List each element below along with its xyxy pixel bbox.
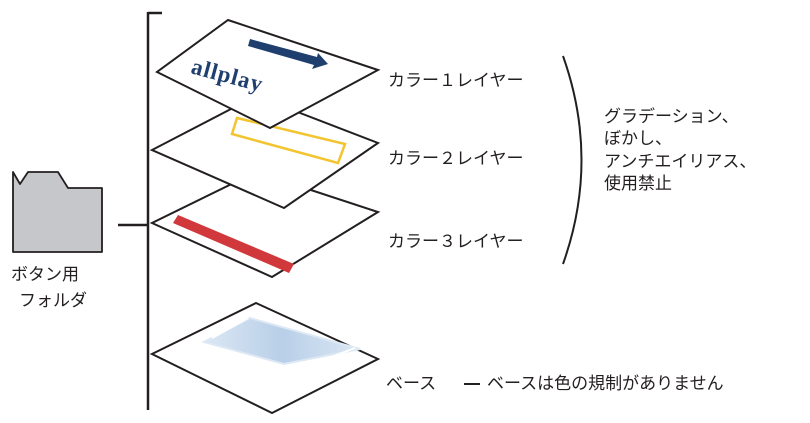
color1-layer-sheet: allplay	[155, 18, 381, 130]
color3-red-bar	[173, 215, 294, 273]
restriction-note-line-2: ぼかし、	[604, 129, 672, 149]
folder-label-line-2: フォルダ	[19, 291, 87, 311]
right-bracket	[562, 55, 583, 265]
color3-layer-label: カラー３レイヤー	[388, 232, 524, 252]
restriction-note-line-3: アンチエイリアス、	[604, 152, 757, 172]
color1-layer-label: カラー１レイヤー	[388, 71, 524, 91]
folder-label-line-1: ボタン用	[11, 265, 79, 285]
color2-yellow-rectangle	[230, 116, 347, 165]
color2-layer-sheet	[149, 94, 381, 210]
base-layer-sheet	[149, 301, 381, 415]
color3-layer-sheet	[149, 170, 381, 279]
color2-layer-label: カラー２レイヤー	[388, 149, 524, 169]
arrow-icon	[248, 39, 328, 69]
base-layer-label: ベース	[386, 374, 437, 394]
restriction-note-line-4: 使用禁止	[604, 174, 672, 194]
folder-icon	[12, 171, 103, 253]
restriction-note-line-1: グラデーション、	[604, 107, 739, 127]
folder-connector	[118, 11, 162, 410]
base-note: ベースは色の規制がありません	[487, 374, 724, 394]
